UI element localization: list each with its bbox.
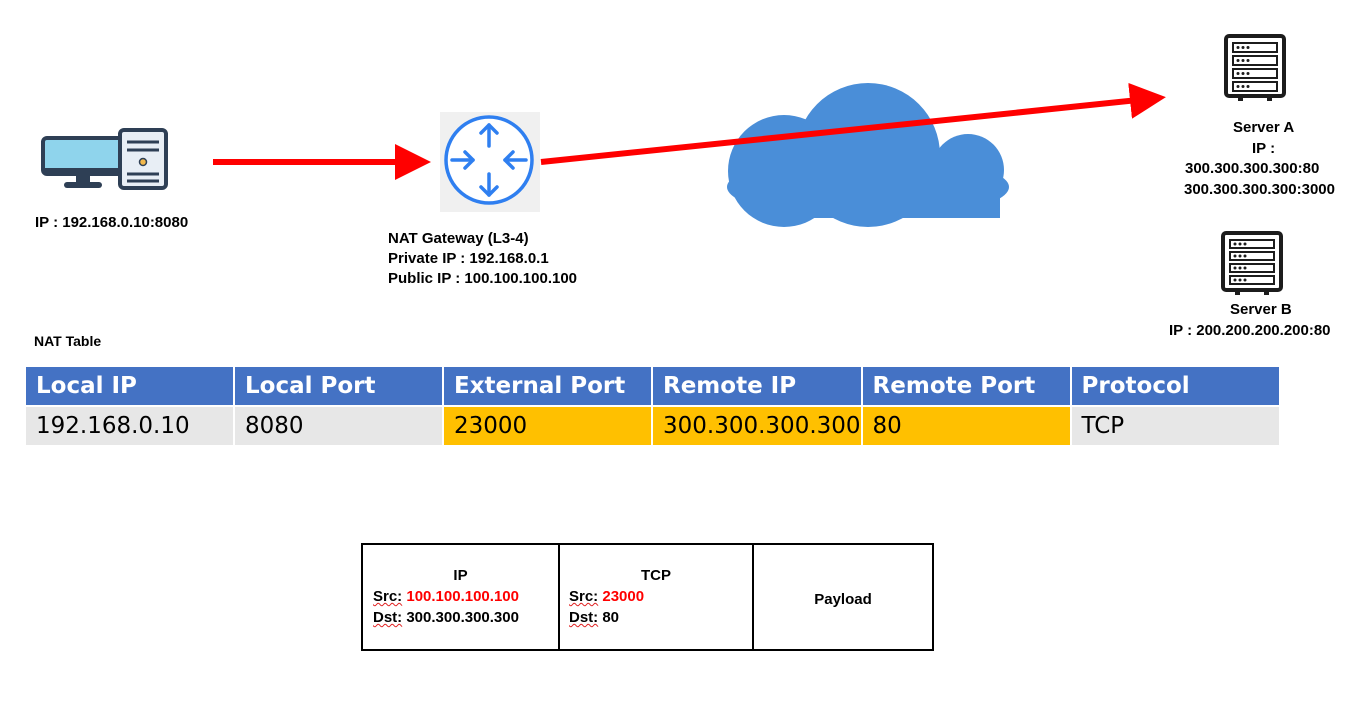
table-row: 192.168.0.10 8080 23000 300.300.300.300 … [24, 405, 1281, 447]
cell-remote-port: 80 [860, 405, 1072, 447]
header-local-ip: Local IP [24, 365, 235, 407]
server-b-name: Server B [1230, 301, 1292, 318]
header-remote-port: Remote Port [860, 365, 1072, 407]
packet-ip-src: Src: 100.100.100.100 [373, 586, 558, 607]
packet-ip-title: IP [453, 567, 468, 584]
packet-ip-header: IP Src: 100.100.100.100 Dst: 300.300.300… [363, 545, 558, 649]
server-rack-icon [1221, 231, 1285, 299]
server-a-address-2: 300.300.300.300:3000 [1184, 181, 1335, 198]
client-ip-label: IP : 192.168.0.10:8080 [35, 214, 189, 231]
server-a-name: Server A [1233, 119, 1295, 136]
arrow-gateway-to-server-a [540, 82, 1166, 165]
desktop-computer-icon [40, 128, 170, 192]
packet-ip-src-label: Src: [373, 588, 403, 605]
gateway-private-ip: Private IP : 192.168.0.1 [388, 250, 549, 267]
packet-tcp-src-value: 23000 [602, 588, 645, 605]
cloud-icon [727, 83, 1009, 227]
gateway-name: NAT Gateway (L3-4) [388, 230, 529, 247]
gateway-public-ip: Public IP : 100.100.100.100 [388, 270, 578, 287]
packet-tcp-header: TCP Src: 23000 Dst: 80 [558, 545, 752, 649]
header-local-port: Local Port [233, 365, 444, 407]
server-a-address-1: 300.300.300.300:80 [1185, 160, 1320, 177]
packet-tcp-dst-label: Dst: [569, 609, 599, 626]
cell-protocol: TCP [1069, 405, 1281, 447]
header-protocol: Protocol [1069, 365, 1281, 407]
packet-ip-src-value: 100.100.100.100 [406, 588, 519, 605]
packet-tcp-src-label: Src: [569, 588, 599, 605]
nat-table: Local IP Local Port External Port Remote… [24, 365, 1281, 447]
packet-tcp-title: TCP [641, 567, 671, 584]
nat-table-header-row: Local IP Local Port External Port Remote… [24, 365, 1281, 407]
cell-local-ip: 192.168.0.10 [24, 405, 235, 447]
router-icon [440, 112, 540, 212]
cell-local-port: 8080 [233, 405, 444, 447]
packet-ip-dst: Dst: 300.300.300.300 [373, 607, 558, 628]
header-external-port: External Port [442, 365, 653, 407]
cell-external-port: 23000 [442, 405, 653, 447]
packet-tcp-src: Src: 23000 [569, 586, 752, 607]
packet-tcp-dst: Dst: 80 [569, 607, 752, 628]
server-b-ip-label: IP : 200.200.200.200:80 [1169, 322, 1331, 339]
packet-tcp-dst-value: 80 [602, 609, 620, 626]
header-remote-ip: Remote IP [651, 365, 863, 407]
nat-table-title: NAT Table [34, 333, 102, 349]
cell-remote-ip: 300.300.300.300 [651, 405, 863, 447]
packet-diagram: IP Src: 100.100.100.100 Dst: 300.300.300… [361, 543, 934, 651]
packet-payload: Payload [752, 545, 932, 649]
packet-ip-dst-label: Dst: [373, 609, 403, 626]
packet-ip-dst-value: 300.300.300.300 [406, 609, 519, 626]
packet-payload-label: Payload [814, 591, 872, 608]
server-rack-icon [1224, 34, 1288, 102]
server-a-ip-label: IP : [1252, 140, 1276, 157]
